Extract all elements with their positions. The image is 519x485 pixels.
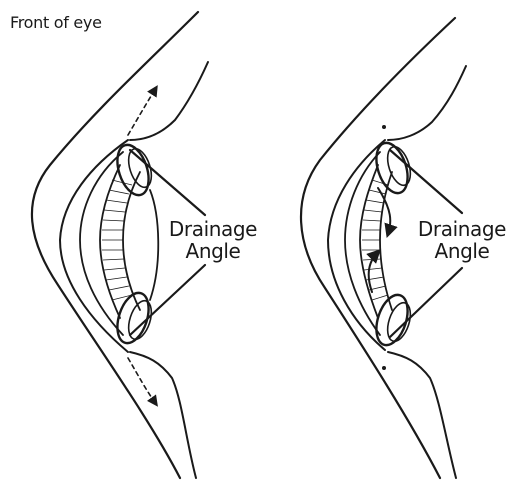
right-dot-bottom: [382, 366, 386, 370]
left-flow-arrow-up: [128, 88, 156, 135]
left-label-line1: Drainage: [150, 218, 276, 240]
left-iris-front: [100, 165, 120, 318]
left-label-line2: Angle: [150, 240, 276, 262]
right-dot-top: [382, 125, 386, 129]
right-label-line2: Angle: [410, 240, 514, 262]
left-pointer-bottom: [130, 265, 205, 335]
right-flow-arrow-bottom: [369, 252, 378, 292]
right-sclera-top: [388, 66, 466, 140]
left-sclera-top: [130, 62, 208, 140]
right-sclera-bottom: [388, 352, 456, 478]
right-pointer-top: [390, 150, 462, 213]
right-cornea-inner: [328, 140, 385, 350]
right-label-line1: Drainage: [410, 218, 514, 240]
right-iris-front: [360, 165, 378, 318]
left-sclera-bottom: [130, 352, 196, 478]
left-pointer-top: [130, 150, 205, 215]
right-drainage-angle-label: Drainage Angle: [410, 218, 514, 262]
left-drainage-angle-label: Drainage Angle: [150, 218, 276, 262]
diagram-caption: Front of eye: [10, 13, 102, 32]
